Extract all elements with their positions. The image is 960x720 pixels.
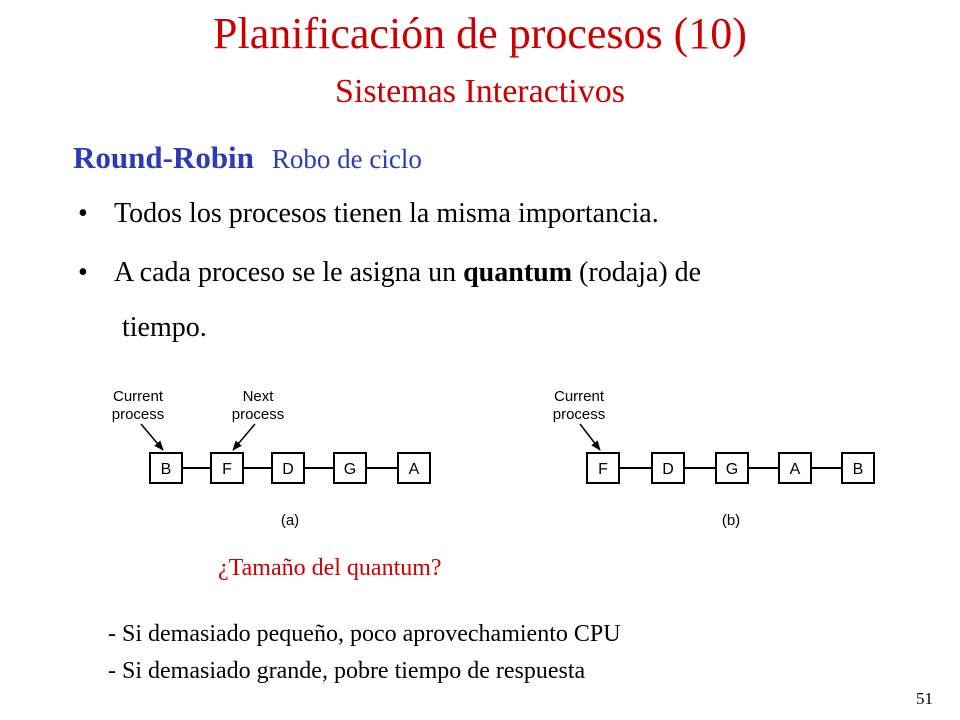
process-node-label: G (344, 461, 356, 478)
current-process-label: process (112, 406, 165, 423)
bullet-item: • Todos los procesos tienen la misma impo… (78, 197, 659, 231)
current-arrow-icon (579, 423, 601, 451)
slide-subtitle: Sistemas Interactivos (335, 73, 625, 110)
next-process-label: Next (243, 388, 275, 405)
quantum-question: ¿Tamaño del quantum? (218, 555, 442, 581)
page-number: 51 (916, 689, 933, 708)
process-node-box (149, 452, 183, 484)
process-node-label: D (282, 461, 294, 478)
next-process-label: process (232, 406, 285, 423)
current-process-label: Current (554, 388, 605, 405)
process-node-label: F (222, 461, 232, 478)
process-node-box (333, 452, 367, 484)
process-node-label: A (790, 461, 801, 478)
bullet-bold-term: quantum (463, 257, 573, 288)
current-process-label: process (553, 406, 606, 423)
process-node-box (586, 452, 620, 484)
process-node-label: F (598, 461, 608, 478)
process-node-box (778, 452, 812, 484)
section-subtitle: Robo de ciclo (271, 144, 422, 174)
bullet-text: A cada proceso se le asigna un (114, 257, 464, 288)
process-node-box (397, 452, 431, 484)
process-node-label: D (662, 461, 674, 478)
section-title: Round-Robin (73, 140, 254, 175)
diagram-a-caption: (a) (281, 512, 299, 529)
slide-title: Planificación de procesos (10) (213, 9, 747, 58)
process-node-box (715, 452, 749, 484)
diagram-b-caption: (b) (722, 512, 740, 529)
process-node-label: G (726, 461, 738, 478)
process-node-box (651, 452, 685, 484)
next-arrow-icon (232, 423, 256, 451)
note-small-quantum: - Si demasiado pequeño, poco aprovechami… (108, 621, 621, 647)
process-node-label: A (409, 461, 420, 478)
process-node-box (841, 452, 875, 484)
process-node-box (210, 452, 244, 484)
process-node-label: B (853, 461, 864, 478)
bullet-text: (rodaja) de (572, 257, 702, 288)
bullet-dot-icon: • (78, 257, 88, 288)
process-node-box (271, 452, 305, 484)
bullet-dot-icon: • (78, 198, 88, 229)
note-large-quantum: - Si demasiado grande, pobre tiempo de r… (108, 658, 586, 684)
section-heading: Round-Robin Robo de ciclo (73, 139, 422, 178)
process-node-label: B (161, 461, 172, 478)
bullet-continuation: tiempo. (122, 312, 207, 343)
current-arrow-icon (140, 423, 164, 451)
bullet-item: •A cada proceso se le asigna un quantum … (78, 256, 701, 290)
current-process-label: Current (113, 388, 164, 405)
bullet-text: Todos los procesos tienen la misma impor… (114, 198, 659, 229)
